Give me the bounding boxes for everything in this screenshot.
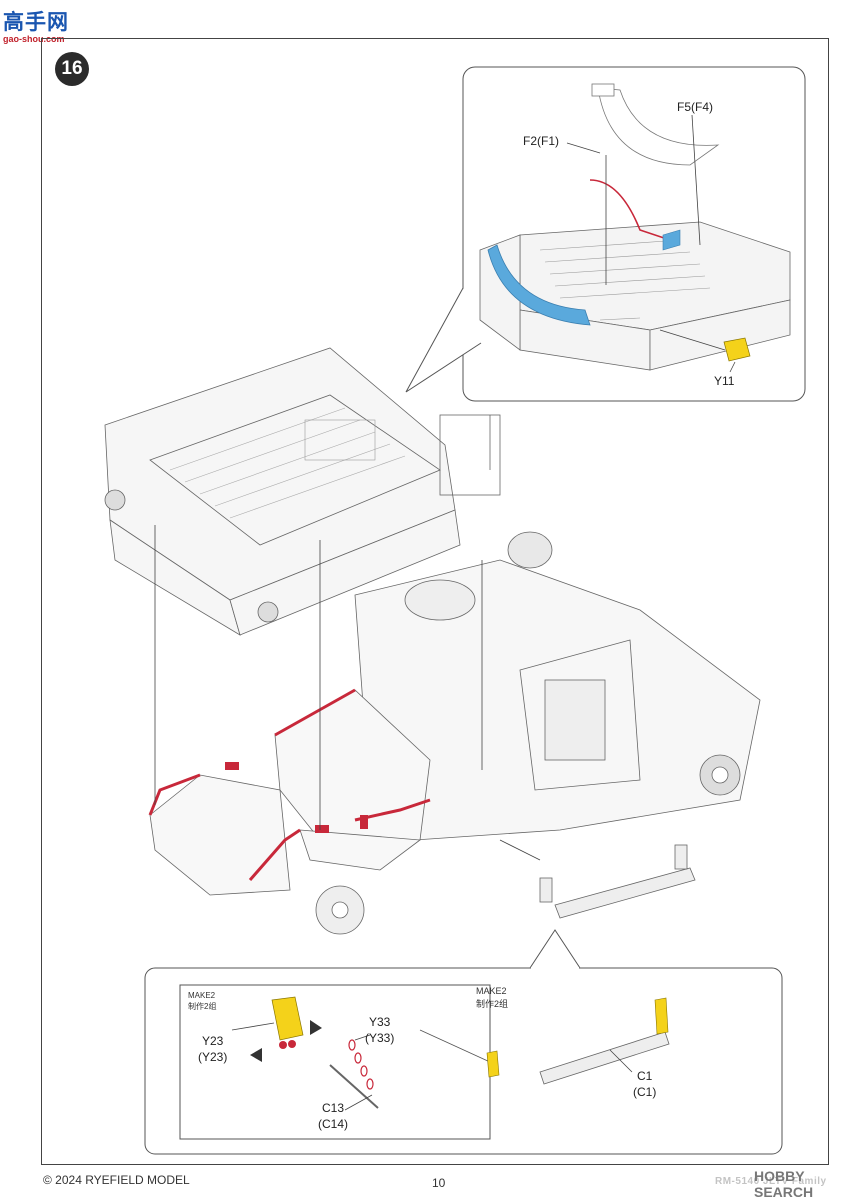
part-label-y33-b: (Y33) [365, 1031, 395, 1045]
front-cab-assembly [354, 531, 761, 841]
part-label-c1-a: C1 [637, 1069, 653, 1083]
part-label-c1: C1 (C1) [633, 1068, 656, 1100]
watermark-url: gao-shou.com [3, 34, 65, 44]
part-label-y33: Y33 (Y33) [365, 1014, 394, 1046]
part-label-c13: C13 (C14) [318, 1100, 348, 1132]
make-note-right-cn: 制作2组 [476, 999, 509, 1009]
watermark-logo: 高手网 gao-shou.com [3, 6, 69, 44]
cargo-bed-assembly [104, 347, 501, 636]
make-note-right-en: MAKE2 [476, 986, 507, 996]
page-frame [41, 38, 829, 1165]
part-label-f2: F2(F1) [523, 134, 559, 148]
lower-hull-assembly [149, 689, 431, 935]
part-label-f5: F5(F4) [677, 100, 713, 114]
watermark-hobby-search: HOBBY SEARCH [754, 1168, 814, 1200]
detail-inset-top [405, 66, 806, 402]
make-note-right: MAKE2 制作2组 [476, 985, 508, 1011]
step-number: 16 [61, 58, 83, 79]
watermark-logo-text: 高手网 [3, 11, 69, 34]
detail-inset-bottom [144, 929, 783, 1155]
part-label-c13-b: (C14) [318, 1117, 349, 1131]
part-label-c13-a: C13 [322, 1101, 345, 1115]
footer-product-code: RM-5140 JLTV Family [715, 1176, 827, 1187]
make-note-left: MAKE2 制作2组 [188, 990, 216, 1012]
part-label-y11: Y11 [714, 374, 735, 388]
side-step-assembly [539, 844, 696, 919]
part-label-y23-a: Y23 [201, 1034, 224, 1048]
footer-page-number: 10 [432, 1176, 446, 1190]
footer-copyright: © 2024 RYEFIELD MODEL [43, 1173, 190, 1187]
make-note-left-cn: 制作2组 [188, 1002, 217, 1011]
part-label-c1-b: (C1) [633, 1085, 657, 1099]
part-label-y23: Y23 (Y23) [198, 1033, 227, 1065]
step-number-badge: 16 [55, 52, 89, 86]
part-label-y33-a: Y33 [368, 1015, 391, 1029]
make-note-left-en: MAKE2 [188, 991, 216, 1000]
part-label-y23-b: (Y23) [198, 1050, 228, 1064]
